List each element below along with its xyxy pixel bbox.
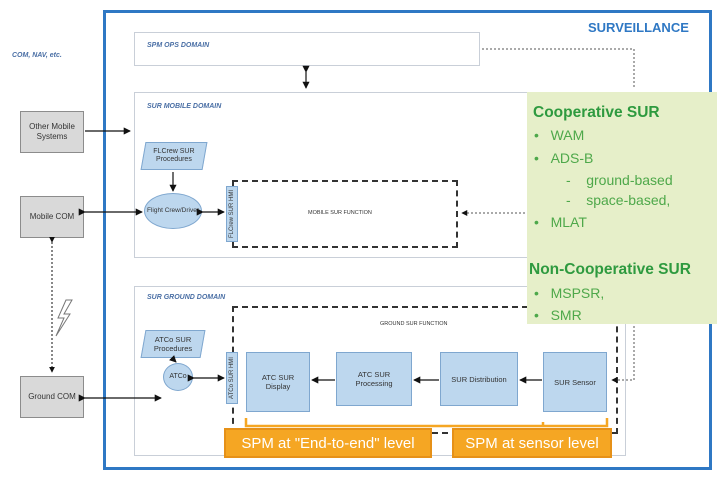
spm-ops-domain-title: SPM OPS DOMAIN	[147, 42, 210, 49]
sur-mobile-domain-title: SUR MOBILE DOMAIN	[147, 103, 222, 110]
ground-com-box: Ground COM	[20, 376, 84, 418]
atco-circle: ATCo	[163, 363, 193, 391]
atco-sur-hmi: ATCo SUR HMI	[226, 352, 238, 404]
sur-technologies-panel	[527, 92, 717, 324]
coop-item-mlat: • MLAT	[534, 214, 587, 230]
adsb-sub-ground-label: ground-based	[586, 172, 673, 188]
adsb-sub-space: - space-based,	[566, 192, 671, 208]
flcrew-sur-hmi-label: FLCrew SUR HMI	[229, 189, 235, 239]
non-cooperative-sur-heading: Non-Cooperative SUR	[529, 261, 691, 278]
sur-sensor-box: SUR Sensor	[543, 352, 607, 412]
surveillance-title: SURVEILLANCE	[588, 20, 689, 35]
sur-ground-domain-title: SUR GROUND DOMAIN	[147, 294, 226, 301]
mobile-com-box: Mobile COM	[20, 196, 84, 238]
flcrew-sur-procedures-label: FLCrew SUR Procedures	[153, 147, 195, 163]
adsb-sub-space-label: space-based,	[586, 192, 671, 208]
other-mobile-systems-box: Other Mobile Systems	[20, 111, 84, 153]
atco-sur-hmi-label: ATCo SUR HMI	[229, 357, 235, 399]
flcrew-sur-hmi: FLCrew SUR HMI	[226, 186, 238, 242]
noncoop-item-mspsr: • MSPSR,	[534, 285, 605, 301]
noncoop-item-smr-label: SMR	[550, 307, 582, 323]
spm-ops-domain: SPM OPS DOMAIN	[134, 32, 480, 66]
noncoop-item-mspsr-label: MSPSR,	[550, 285, 605, 301]
com-nav-label: COM, NAV, etc.	[12, 52, 62, 59]
sur-mobile-domain: SUR MOBILE DOMAIN	[134, 92, 534, 258]
atc-sur-processing-box: ATC SUR Processing	[336, 352, 412, 406]
coop-item-mlat-label: MLAT	[550, 214, 587, 230]
sur-distribution-box: SUR Distribution	[440, 352, 518, 406]
atco-sur-procedures-label: ATCo SUR Procedures	[153, 335, 193, 353]
noncoop-item-smr: • SMR	[534, 307, 582, 323]
adsb-sub-ground: - ground-based	[566, 172, 673, 188]
flcrew-sur-procedures: FLCrew SUR Procedures	[140, 142, 208, 170]
atc-sur-display-box: ATC SUR Display	[246, 352, 310, 412]
lightning-icon	[55, 299, 73, 337]
coop-item-adsb-label: ADS-B	[550, 150, 594, 166]
atco-sur-procedures: ATCo SUR Procedures	[140, 330, 206, 358]
cooperative-sur-heading: Cooperative SUR	[533, 104, 660, 121]
spm-end-to-end-label: SPM at "End-to-end" level	[224, 428, 432, 458]
spm-sensor-level-label: SPM at sensor level	[452, 428, 612, 458]
ground-sur-function-label: GROUND SUR FUNCTION	[380, 321, 448, 327]
coop-item-adsb: • ADS-B	[534, 150, 594, 166]
coop-item-wam-label: WAM	[550, 127, 585, 143]
mobile-sur-function-label: MOBILE SUR FUNCTION	[308, 210, 372, 216]
flight-crew-circle: Flight Crew/Driver	[144, 193, 202, 229]
coop-item-wam: • WAM	[534, 127, 585, 143]
